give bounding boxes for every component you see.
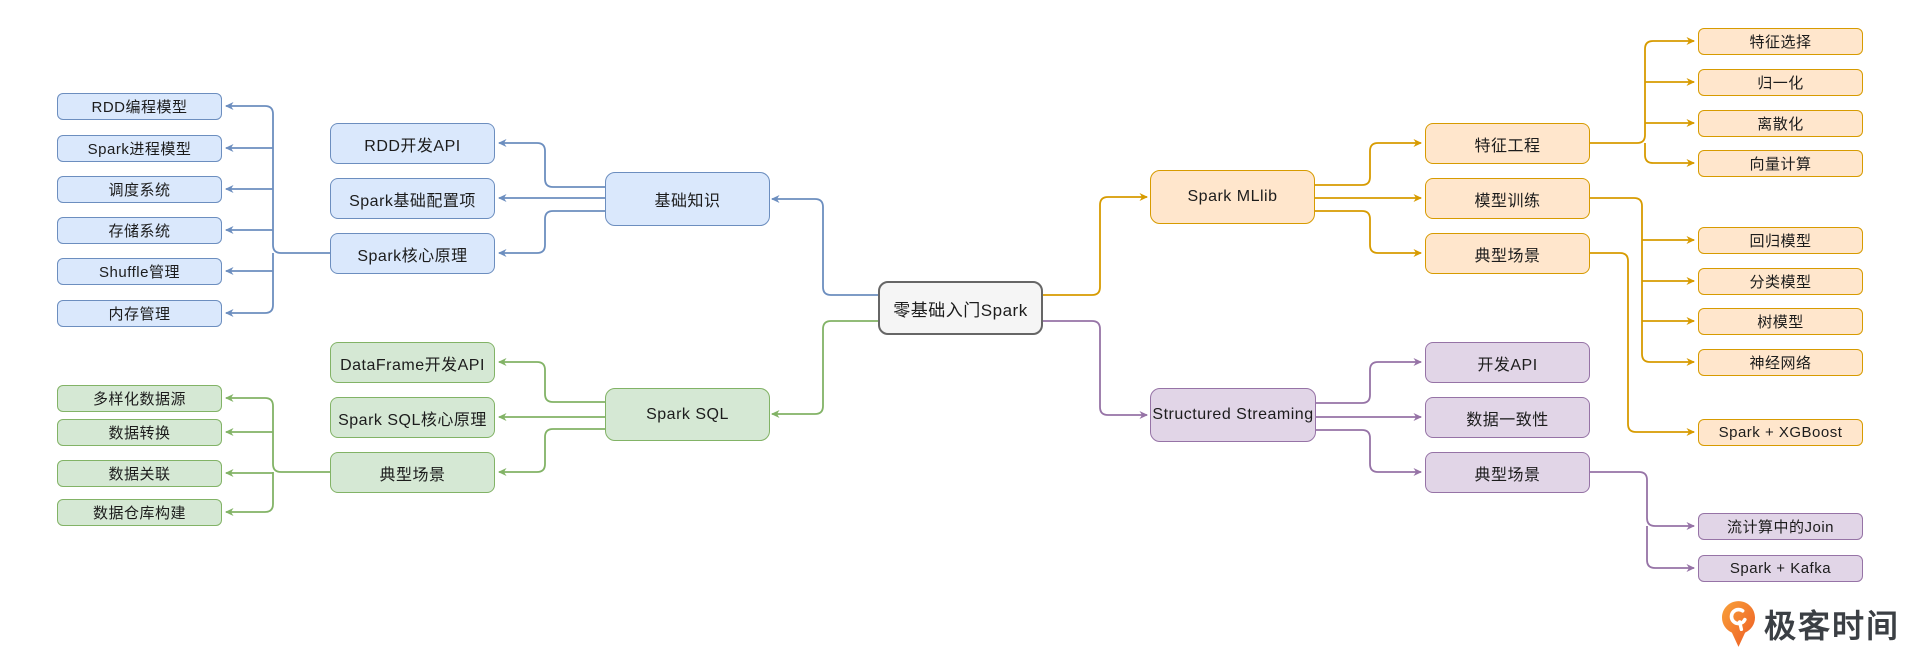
node-spark-sql[interactable]: Spark SQL (605, 388, 770, 441)
node-data-warehouse[interactable]: 数据仓库构建 (57, 499, 222, 526)
node-root[interactable]: 零基础入门Spark (878, 281, 1043, 335)
geektime-logo-text: 极客时间 (1764, 608, 1901, 644)
node-sql-core[interactable]: Spark SQL核心原理 (330, 397, 495, 438)
node-scheduling[interactable]: 调度系统 (57, 176, 222, 203)
node-dev-api[interactable]: 开发API (1425, 342, 1590, 383)
geektime-logo-icon (1722, 601, 1755, 647)
node-discretization[interactable]: 离散化 (1698, 110, 1863, 137)
node-classification[interactable]: 分类模型 (1698, 268, 1863, 295)
node-stream-scenarios[interactable]: 典型场景 (1425, 452, 1590, 493)
node-streaming[interactable]: Structured Streaming (1150, 388, 1316, 442)
node-process-model[interactable]: Spark进程模型 (57, 135, 222, 162)
node-kafka[interactable]: Spark + Kafka (1698, 555, 1863, 582)
node-neural-network[interactable]: 神经网络 (1698, 349, 1863, 376)
node-model-training[interactable]: 模型训练 (1425, 178, 1590, 219)
node-consistency[interactable]: 数据一致性 (1425, 397, 1590, 438)
node-basics[interactable]: 基础知识 (605, 172, 770, 226)
node-rdd-api[interactable]: RDD开发API (330, 123, 495, 164)
node-feature-selection[interactable]: 特征选择 (1698, 28, 1863, 55)
node-xgboost[interactable]: Spark + XGBoost (1698, 419, 1863, 446)
node-spark-config[interactable]: Spark基础配置项 (330, 178, 495, 219)
node-mllib[interactable]: Spark MLlib (1150, 170, 1315, 224)
geektime-logo: 极客时间 (1722, 600, 1900, 648)
node-feature-eng[interactable]: 特征工程 (1425, 123, 1590, 164)
node-regression[interactable]: 回归模型 (1698, 227, 1863, 254)
node-rdd-model[interactable]: RDD编程模型 (57, 93, 222, 120)
node-normalization[interactable]: 归一化 (1698, 69, 1863, 96)
node-storage[interactable]: 存储系统 (57, 217, 222, 244)
node-shuffle[interactable]: Shuffle管理 (57, 258, 222, 285)
node-memory[interactable]: 内存管理 (57, 300, 222, 327)
node-data-sources[interactable]: 多样化数据源 (57, 385, 222, 412)
node-data-transform[interactable]: 数据转换 (57, 419, 222, 446)
node-tree-model[interactable]: 树模型 (1698, 308, 1863, 335)
node-vector-compute[interactable]: 向量计算 (1698, 150, 1863, 177)
node-data-join[interactable]: 数据关联 (57, 460, 222, 487)
node-stream-join[interactable]: 流计算中的Join (1698, 513, 1863, 540)
node-sql-scenarios[interactable]: 典型场景 (330, 452, 495, 493)
node-ml-scenarios[interactable]: 典型场景 (1425, 233, 1590, 274)
node-spark-core[interactable]: Spark核心原理 (330, 233, 495, 274)
node-dataframe-api[interactable]: DataFrame开发API (330, 342, 495, 383)
